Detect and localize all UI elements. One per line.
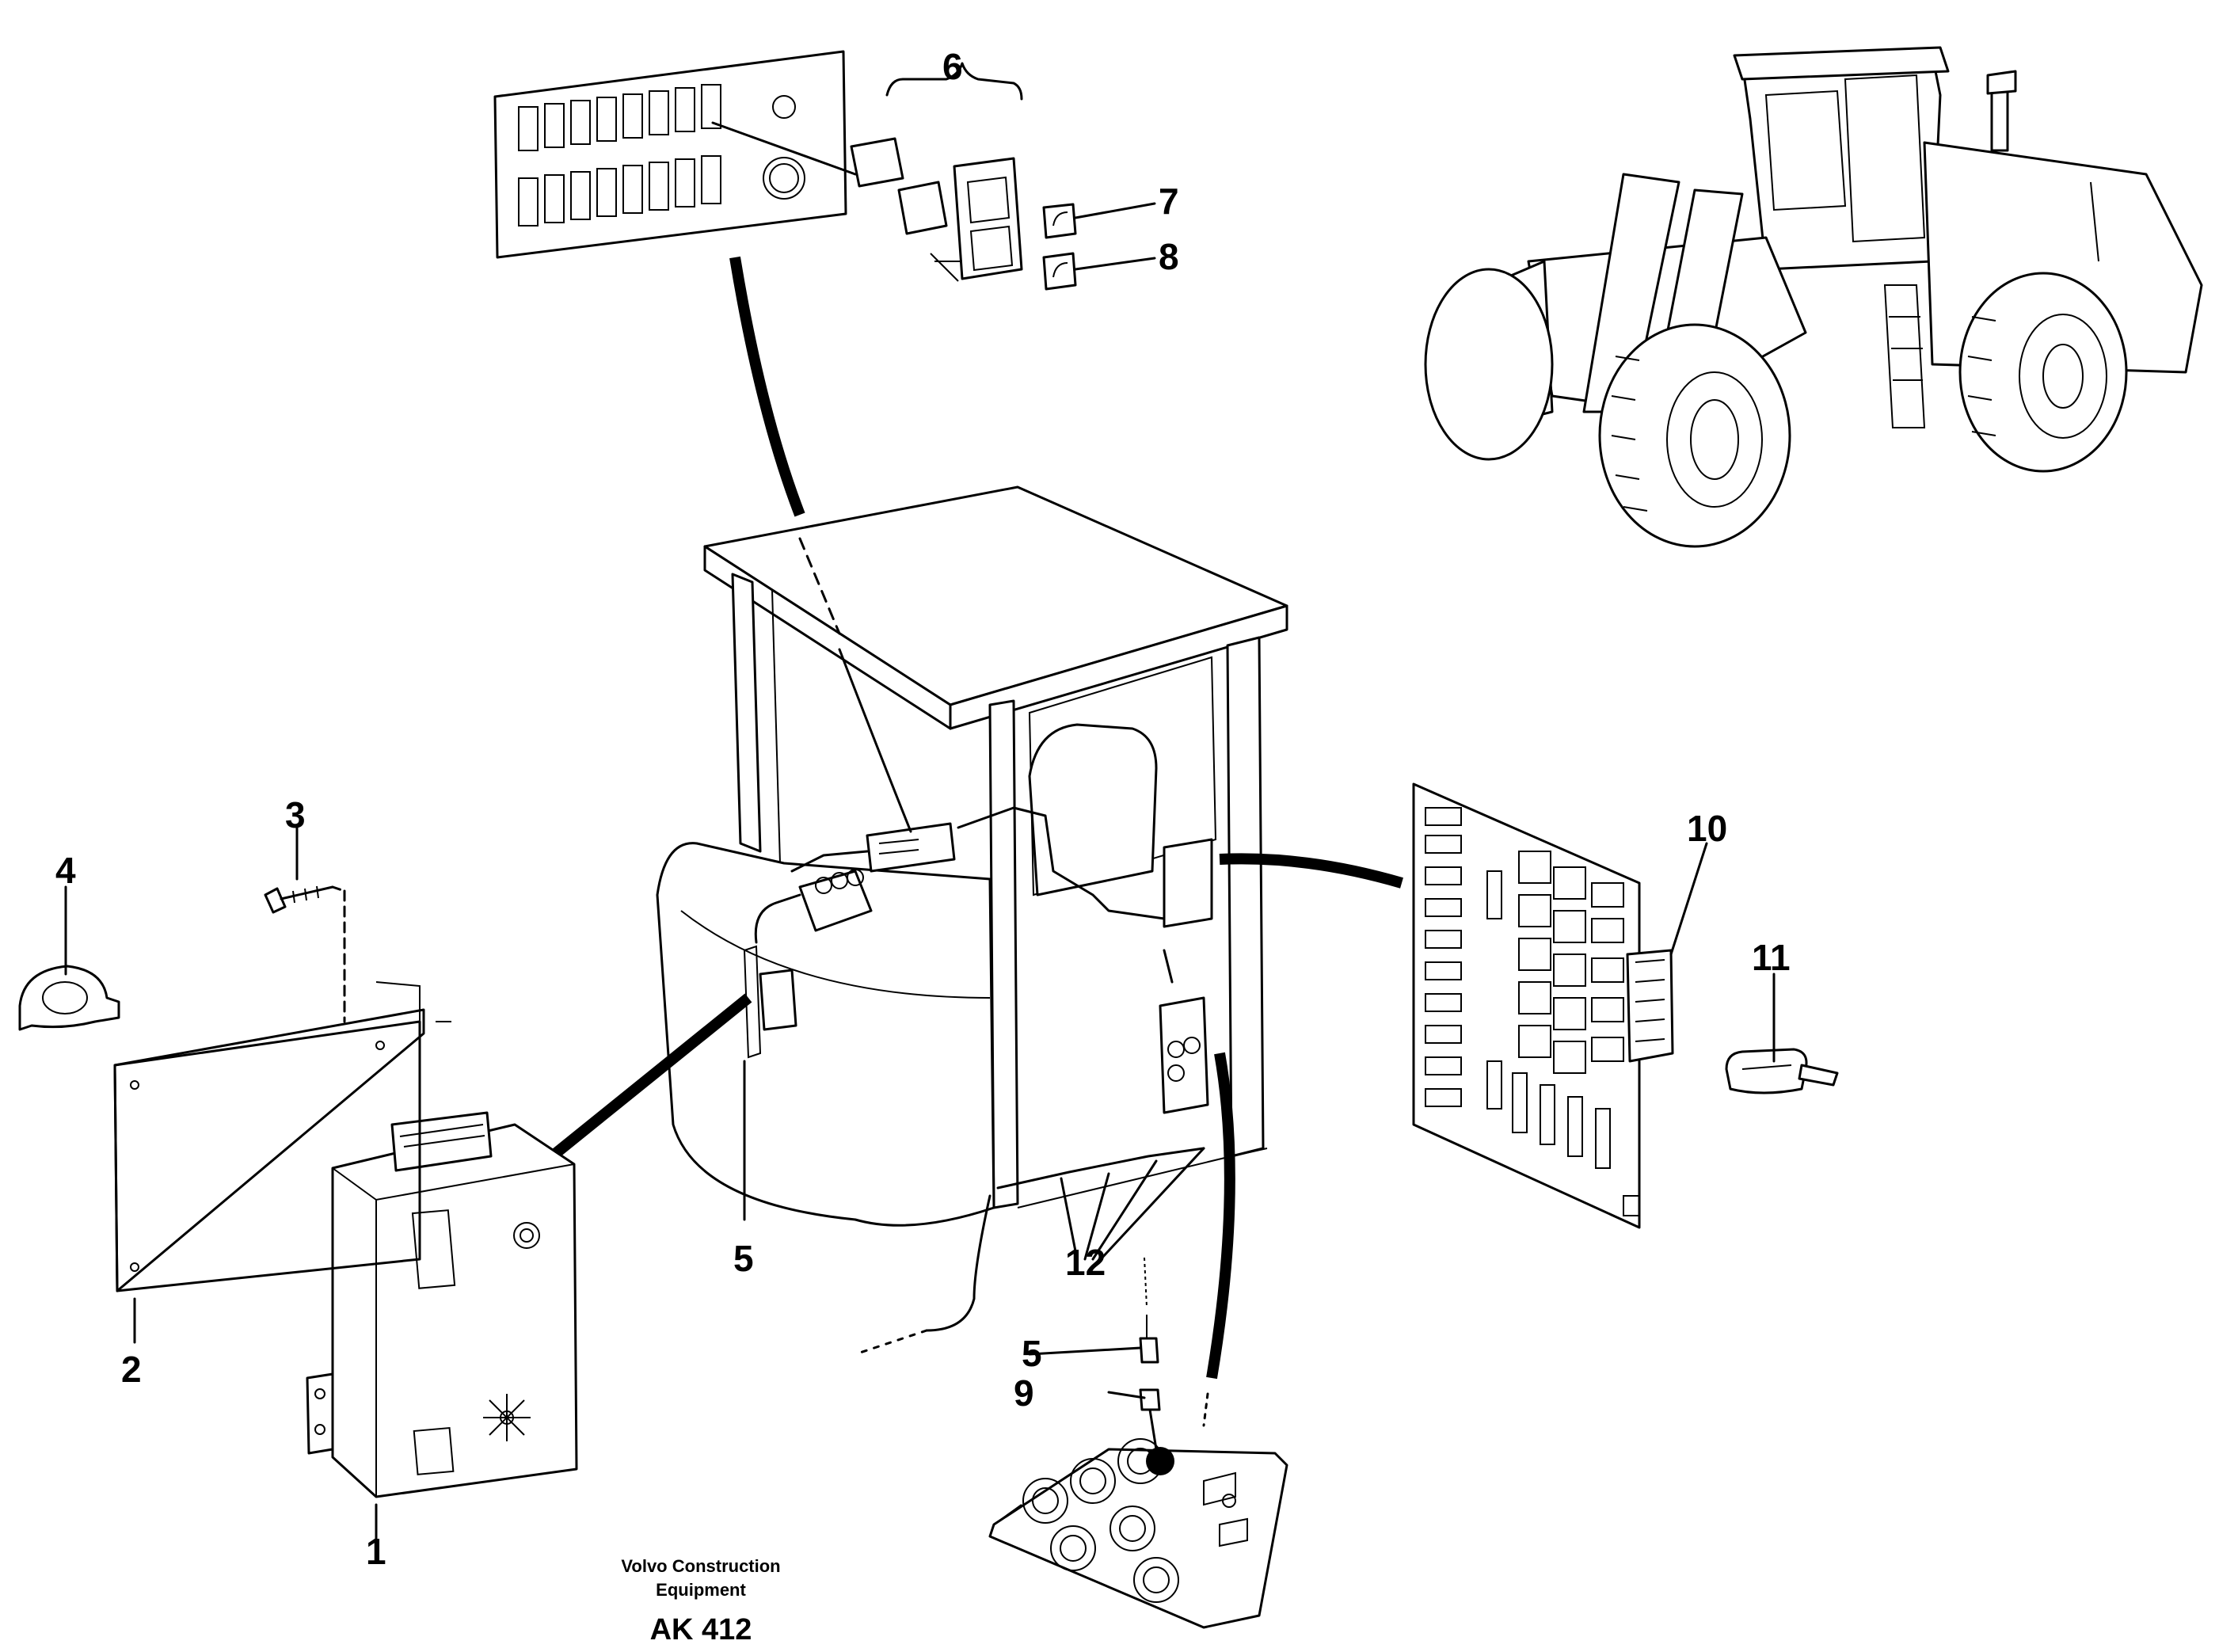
leader-lines xyxy=(133,1060,746,1546)
footer-label: Volvo Construction Equipment AK 412 xyxy=(621,1556,780,1646)
callout-labels: 1 2 3 4 5 5 6 7 8 9 10 11 12 xyxy=(55,46,1791,1572)
lower-control-panel xyxy=(988,1257,1288,1629)
callout-4: 4 xyxy=(55,850,76,891)
callout-9: 9 xyxy=(1014,1372,1034,1414)
callout-5-lamp: 5 xyxy=(1022,1333,1042,1374)
blade-fuse xyxy=(1725,973,1839,1094)
control-unit xyxy=(306,1111,578,1498)
callout-5-cab: 5 xyxy=(733,1238,754,1279)
callout-8: 8 xyxy=(1159,236,1179,277)
callout-2: 2 xyxy=(121,1349,142,1390)
relay-board xyxy=(1412,782,1708,1229)
harness-wires xyxy=(519,256,1403,1427)
mounting-plate xyxy=(113,889,451,1292)
screw xyxy=(264,826,346,914)
cable-clip xyxy=(18,885,120,1031)
wheel-loader-illustration xyxy=(1424,46,2203,548)
callout-7: 7 xyxy=(1159,181,1179,222)
company-name-line2: Equipment xyxy=(656,1580,746,1600)
cab-illustration xyxy=(656,485,1288,1356)
callout-10: 10 xyxy=(1687,808,1727,849)
rocker-switch-assembly xyxy=(850,62,1023,282)
callout-12: 12 xyxy=(1065,1242,1106,1283)
callout-1: 1 xyxy=(366,1531,386,1572)
callout-11: 11 xyxy=(1752,937,1791,978)
switch-cap-8 xyxy=(1042,252,1156,291)
switch-cap-7 xyxy=(1042,202,1156,239)
switch-panel xyxy=(493,50,857,259)
starburst-label xyxy=(483,1394,531,1441)
callout-3: 3 xyxy=(285,794,306,836)
company-name-line1: Volvo Construction xyxy=(621,1556,780,1576)
callout-6: 6 xyxy=(942,46,963,87)
diagram-code: AK 412 xyxy=(650,1613,752,1646)
